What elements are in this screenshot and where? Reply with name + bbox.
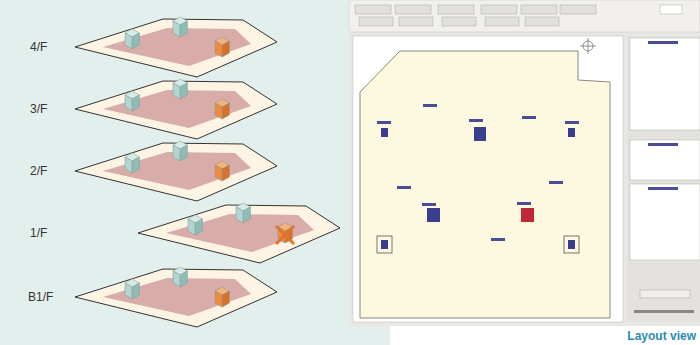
device-frame <box>564 236 579 253</box>
cube-right <box>132 33 139 49</box>
toolbar-button <box>660 5 682 14</box>
toolbar-button <box>485 17 519 26</box>
cube-left <box>125 283 132 299</box>
info-header <box>648 41 678 44</box>
cube-right <box>222 41 229 57</box>
device-tag <box>522 116 536 119</box>
toolbar-button <box>481 5 517 14</box>
device-tag <box>491 238 505 241</box>
plate-outline <box>75 81 277 139</box>
plate-outline <box>75 143 277 201</box>
cube-left <box>173 83 180 99</box>
plate-outline <box>75 269 277 327</box>
cube-right <box>180 21 187 37</box>
toolbar-button <box>395 5 431 14</box>
floor-label: 2/F <box>30 164 47 178</box>
cube-right <box>180 271 187 287</box>
floor-plate <box>75 17 277 77</box>
cube-left <box>215 103 222 119</box>
cube-left <box>215 165 222 181</box>
cube-left <box>125 33 132 49</box>
cube-left <box>215 41 222 57</box>
plate-outline <box>75 19 277 77</box>
info-header <box>648 187 678 190</box>
canvas <box>353 36 623 322</box>
cube-right <box>243 207 250 223</box>
device-tag <box>423 104 437 107</box>
failure-mark <box>276 226 294 244</box>
cube-left <box>236 207 243 223</box>
cube-right <box>132 95 139 111</box>
floor-plate <box>75 267 277 327</box>
toolbar-button <box>438 5 474 14</box>
device-tag <box>549 181 563 184</box>
cube-right <box>222 165 229 181</box>
floor-label: B1/F <box>28 290 53 304</box>
device-tag <box>377 121 391 124</box>
device-icon <box>521 208 534 222</box>
device-icon <box>381 128 388 137</box>
caption: Layout view <box>627 329 696 343</box>
info-box <box>630 140 700 180</box>
panel-button <box>640 290 690 298</box>
device-tag <box>422 203 436 206</box>
device-icon <box>427 208 440 222</box>
device-tag <box>565 121 579 124</box>
floor-label: 1/F <box>30 226 47 240</box>
floor-label: 3/F <box>30 102 47 116</box>
cube-left <box>125 157 132 173</box>
device-icon <box>474 127 486 141</box>
floor-plate <box>138 203 340 263</box>
floor-plate <box>75 79 277 139</box>
plate-outline <box>138 205 340 263</box>
toolbar-button <box>560 5 596 14</box>
toolbar-button <box>521 5 557 14</box>
status-text <box>634 310 694 313</box>
cube-left <box>173 271 180 287</box>
cube-left <box>173 21 180 37</box>
side-panel <box>627 36 700 322</box>
info-box <box>630 38 700 130</box>
device-icon <box>568 128 575 137</box>
info-box <box>630 184 700 260</box>
device-icon <box>568 240 575 249</box>
device-frame <box>377 236 392 253</box>
cube-right <box>222 291 229 307</box>
cube-left <box>173 145 180 161</box>
cube-left <box>125 95 132 111</box>
info-header <box>648 143 678 146</box>
failure-mark <box>276 226 294 244</box>
screenshot <box>349 0 700 326</box>
toolbar-button <box>355 5 391 14</box>
device-icon <box>381 240 388 249</box>
cube-right <box>180 83 187 99</box>
toolbar <box>349 0 700 32</box>
cube-left <box>188 219 195 235</box>
toolbar-button <box>525 17 559 26</box>
window-frame <box>349 0 700 326</box>
device-tag <box>517 202 531 205</box>
floor-plan <box>360 51 610 318</box>
cube-left <box>215 291 222 307</box>
cube-right <box>195 219 202 235</box>
toolbar-button <box>359 17 393 26</box>
cube-right <box>222 103 229 119</box>
device-tag <box>469 119 483 122</box>
cube-right <box>132 283 139 299</box>
floor-label: 4/F <box>30 40 47 54</box>
background-panel <box>0 0 390 345</box>
toolbar-button <box>399 17 433 26</box>
floor-plate <box>75 141 277 201</box>
cube-right <box>180 145 187 161</box>
cube-right <box>132 157 139 173</box>
toolbar-button <box>442 17 476 26</box>
crosshair <box>588 38 589 54</box>
device-tag <box>397 186 411 189</box>
